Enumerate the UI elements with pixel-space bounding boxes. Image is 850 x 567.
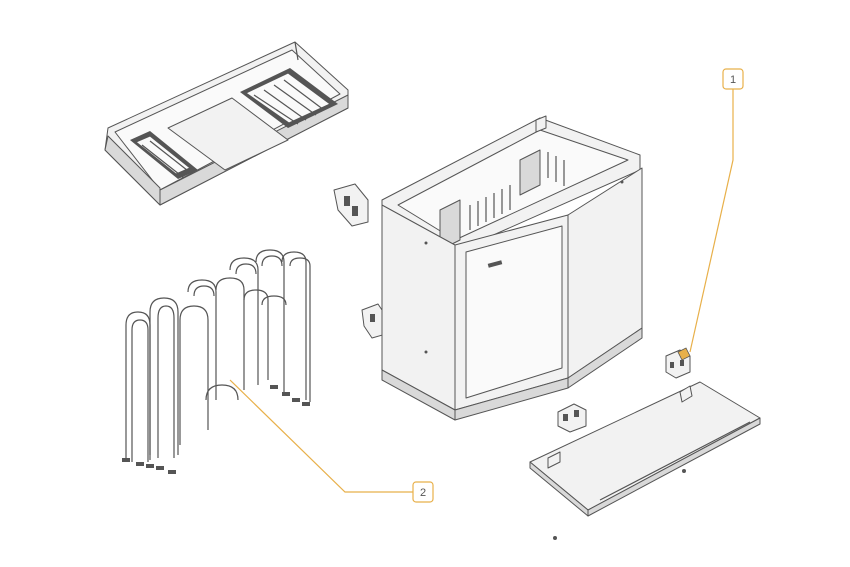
wall-bracket-upper [333,183,369,227]
screw [553,469,686,540]
callout-1-box [722,68,744,90]
stone-tray [104,41,349,206]
callout-1: 1 [689,68,744,353]
tray-floor [167,97,289,171]
tray-grate-left [130,131,198,179]
heating-elements [122,249,311,474]
element-terminals [122,385,310,474]
heater-inner-grate [469,152,565,230]
heater-front-door [465,225,563,399]
callout-1-label: 1 [730,74,736,86]
heater-body [381,115,643,421]
callout-2: 2 [229,379,434,503]
bottom-cover-plate [529,381,761,517]
callout-2-label: 2 [420,487,426,499]
callout-2-box [412,481,434,503]
tray-grate-right [240,68,338,128]
terminal-block [557,403,587,433]
brand-logo [487,260,503,268]
thermostat-switch [665,347,691,379]
